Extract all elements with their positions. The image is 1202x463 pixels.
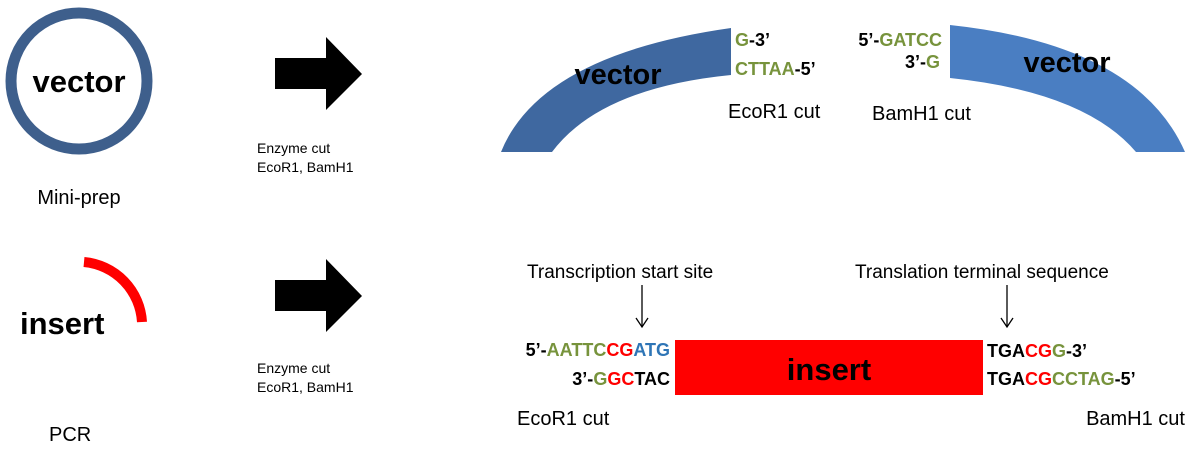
bamh1-vector-top-end: 5’- xyxy=(858,30,879,50)
insert-right-bottom-end: -5’ xyxy=(1115,369,1136,389)
arrow-bottom-icon xyxy=(275,259,362,332)
insert-fragment-arc xyxy=(83,257,147,323)
vector-plasmid-ring xyxy=(5,7,153,155)
vector-right-arc-label: vector xyxy=(1023,47,1110,79)
enzyme-cut-top-line2: EcoR1, BamH1 xyxy=(257,159,354,175)
ecor1-vector-bottom-bases: CTTAA xyxy=(735,59,795,79)
translation-terminal-label: Translation terminal sequence xyxy=(855,262,1109,283)
ecor1-vector-bottom-end: -5’ xyxy=(795,59,816,79)
ecor1-cut-bottom-caption: EcoR1 cut xyxy=(517,408,610,430)
bamh1-cut-top-caption: BamH1 cut xyxy=(872,103,971,125)
bamh1-vector-bottom-strand: 3’-G xyxy=(905,52,940,72)
transcription-start-label: Transcription start site xyxy=(527,262,713,283)
insert-box-label: insert xyxy=(787,352,871,387)
ecor1-cut-top-caption: EcoR1 cut xyxy=(728,101,821,123)
pcr-caption: PCR xyxy=(49,424,91,446)
vector-arc-left xyxy=(501,28,731,152)
insert-right-top-tga: TGA xyxy=(987,341,1025,361)
insert-left-bottom-strand: 3’-GGCTAC xyxy=(572,369,670,389)
insert-right-top-end: -3’ xyxy=(1066,341,1087,361)
translation-arrowhead-icon xyxy=(1000,317,1014,329)
enzyme-cut-top-line1: Enzyme cut xyxy=(257,140,330,156)
insert-left-top-strand: 5’-AATTCCGATG xyxy=(526,340,670,360)
bamh1-cut-bottom-caption: BamH1 cut xyxy=(1086,408,1185,430)
insert-left-bottom-end: 3’- xyxy=(572,369,593,389)
vector-left-arc-label: vector xyxy=(574,59,661,91)
ecor1-vector-top-end: -3’ xyxy=(749,30,770,50)
insert-right-bottom-tga: TGA xyxy=(987,369,1025,389)
bamh1-vector-top-bases: GATCC xyxy=(879,30,942,50)
ecor1-vector-top-strand: G-3’ xyxy=(735,30,770,50)
transcription-arrowhead-icon xyxy=(635,317,649,329)
vector-circle-label: vector xyxy=(32,64,125,99)
insert-left-top-end: 5’- xyxy=(526,340,547,360)
insert-right-bottom-bamh1: CCTAG xyxy=(1052,369,1115,389)
insert-label: insert xyxy=(20,306,104,341)
arrow-top-icon xyxy=(275,37,362,110)
bamh1-vector-bottom-base: G xyxy=(926,52,940,72)
insert-left-top-cg: CG xyxy=(606,340,633,360)
bamh1-vector-bottom-end: 3’- xyxy=(905,52,926,72)
enzyme-cut-bottom-line2: EcoR1, BamH1 xyxy=(257,379,354,395)
insert-right-top-strand: TGACGG-3’ xyxy=(987,341,1087,361)
insert-left-bottom-g: G xyxy=(593,369,607,389)
ecor1-vector-bottom-strand: CTTAA-5’ xyxy=(735,59,816,79)
enzyme-cut-bottom-line1: Enzyme cut xyxy=(257,360,330,376)
insert-left-bottom-gc: GC xyxy=(607,369,634,389)
insert-right-top-cg: CG xyxy=(1025,341,1052,361)
vector-arc-right xyxy=(950,25,1185,152)
insert-right-bottom-cg: CG xyxy=(1025,369,1052,389)
insert-box xyxy=(675,340,983,395)
insert-left-bottom-tac: TAC xyxy=(634,369,670,389)
ecor1-vector-top-base: G xyxy=(735,30,749,50)
insert-right-bottom-strand: TGACGCCTAG-5’ xyxy=(987,369,1136,389)
insert-left-top-atg: ATG xyxy=(633,340,670,360)
insert-right-top-g: G xyxy=(1052,341,1066,361)
bamh1-vector-top-strand: 5’-GATCC xyxy=(858,30,942,50)
insert-left-top-ecor1: AATTC xyxy=(547,340,607,360)
mini-prep-caption: Mini-prep xyxy=(37,187,120,209)
